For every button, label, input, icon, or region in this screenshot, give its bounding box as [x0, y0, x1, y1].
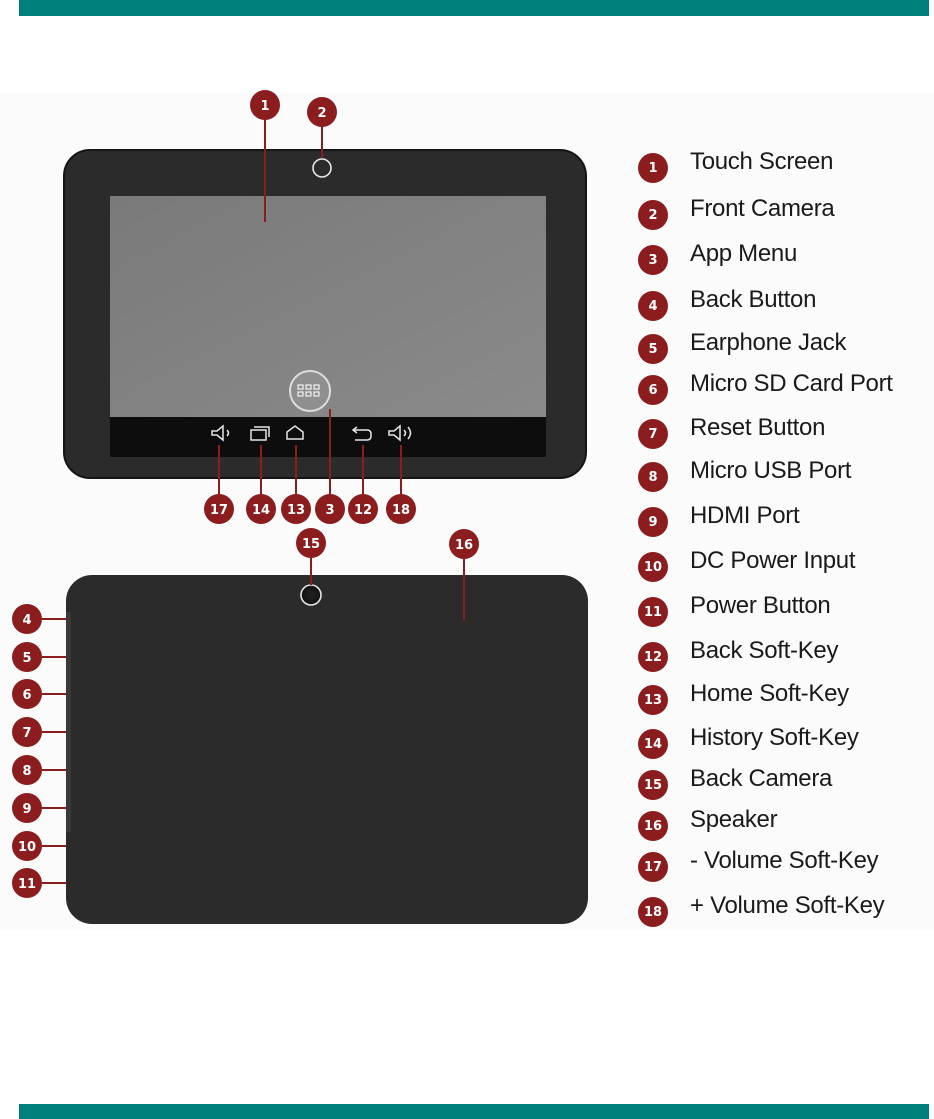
touch-screen [110, 196, 546, 417]
volume-up-icon[interactable] [388, 424, 412, 442]
legend-label: History Soft-Key [690, 724, 859, 751]
callout-8 [12, 755, 42, 785]
legend-label: HDMI Port [690, 502, 800, 529]
callout-14 [246, 494, 276, 524]
callout-11 [12, 868, 42, 898]
svg-text:10: 10 [18, 840, 36, 855]
home-icon[interactable] [286, 425, 304, 440]
legend-label: Back Camera [690, 765, 833, 792]
legend-label: + Volume Soft-Key [690, 892, 885, 919]
callout-2 [307, 97, 337, 127]
legend-label: DC Power Input [690, 547, 856, 574]
back-camera [300, 584, 322, 606]
callout-badges [12, 90, 479, 898]
leader-lines [42, 117, 465, 884]
legend-label: Speaker [690, 806, 778, 833]
legend-label: Front Camera [690, 195, 835, 222]
volume-down-icon[interactable] [211, 424, 230, 442]
svg-text:7: 7 [22, 726, 31, 741]
callout-numbers: 1 2 17 14 13 3 12 18 15 16 4 5 6 7 8 9 1… [18, 99, 473, 892]
svg-text:5: 5 [22, 651, 31, 666]
svg-text:17: 17 [210, 503, 228, 518]
legend-label: Micro SD Card Port [690, 370, 893, 397]
top-header-bar [19, 0, 929, 16]
callout-16 [449, 529, 479, 559]
side-port-strip [66, 612, 71, 832]
svg-text:18: 18 [392, 503, 410, 518]
svg-text:9: 9 [22, 802, 31, 817]
svg-text:1: 1 [260, 99, 269, 114]
bottom-footer-bar [19, 1104, 929, 1119]
callout-5 [12, 642, 42, 672]
legend-label: Touch Screen [690, 148, 834, 175]
history-icon[interactable] [250, 426, 270, 441]
svg-text:8: 8 [22, 764, 31, 779]
callout-6 [12, 679, 42, 709]
tablet-back-body [66, 575, 588, 924]
back-icon[interactable] [351, 426, 372, 441]
svg-text:16: 16 [455, 538, 473, 553]
callout-7 [12, 717, 42, 747]
app-menu-button[interactable] [289, 370, 331, 412]
soft-key-bar [110, 417, 546, 457]
legend-label: Power Button [690, 592, 831, 619]
legend-label: Earphone Jack [690, 329, 847, 356]
svg-text:2: 2 [317, 106, 326, 121]
legend-label: App Menu [690, 240, 798, 267]
callout-3 [315, 494, 345, 524]
callout-1 [250, 90, 280, 120]
callout-18 [386, 494, 416, 524]
legend-label: Back Soft-Key [690, 637, 839, 664]
svg-text:13: 13 [287, 503, 305, 518]
tablet-front-bezel-edge [63, 149, 587, 479]
callout-13 [281, 494, 311, 524]
callout-12 [348, 494, 378, 524]
legend-label: Back Button [690, 286, 817, 313]
svg-text:11: 11 [18, 877, 36, 892]
svg-text:14: 14 [252, 503, 270, 518]
front-camera [312, 158, 332, 178]
svg-text:12: 12 [354, 503, 372, 518]
svg-text:3: 3 [325, 503, 334, 518]
callout-4 [12, 604, 42, 634]
svg-text:6: 6 [22, 688, 31, 703]
legend-label: Home Soft-Key [690, 680, 849, 707]
legend-label: - Volume Soft-Key [690, 847, 879, 874]
callout-10 [12, 831, 42, 861]
callout-9 [12, 793, 42, 823]
callout-17 [204, 494, 234, 524]
svg-text:15: 15 [302, 537, 320, 552]
legend-label: Micro USB Port [690, 457, 852, 484]
legend-label: Reset Button [690, 414, 826, 441]
svg-text:4: 4 [22, 613, 31, 628]
callout-15 [296, 528, 326, 558]
